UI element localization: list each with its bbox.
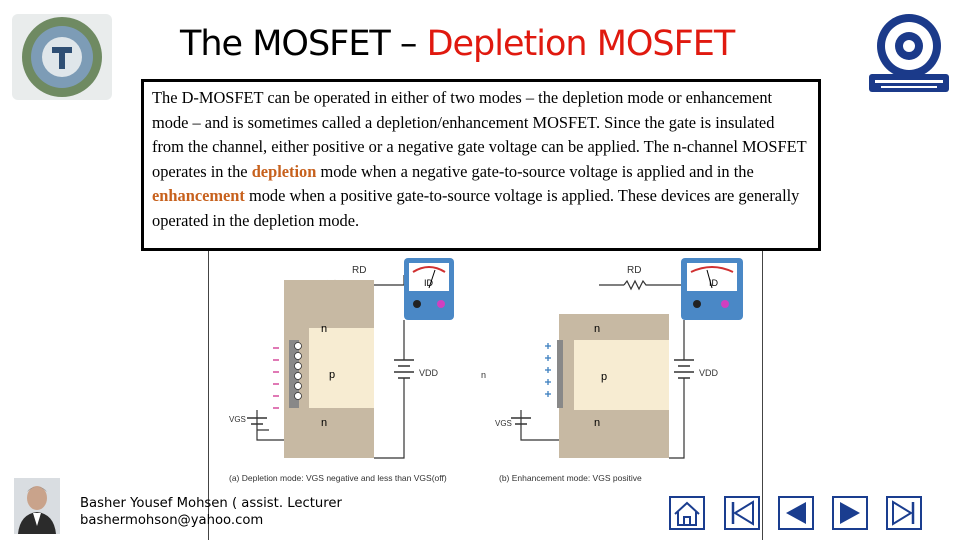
body-text-3: mode when a positive gate-to-source volt… [152,186,800,230]
previous-slide-button[interactable] [778,496,814,530]
body-text-2: mode when a negative gate-to-source volt… [316,161,754,181]
university-logo [12,14,112,100]
mosfet-circuit-figure: RD ID n p n [208,240,763,540]
drain-n-a: n [321,323,327,335]
caption-a: (a) Depletion mode: VGS negative and les… [229,473,447,483]
p-region-a [309,328,374,408]
p-label-b: p [601,371,607,383]
source-n-a: n [321,417,327,429]
source-n-b: n [594,417,600,429]
meter-label-b: ID [709,278,719,288]
vgs-label-b: VGS [495,419,512,428]
drain-n-b: n [594,323,600,335]
first-slide-icon [724,496,760,530]
title-accent: Depletion MOSFET [426,24,736,64]
vdd-label-a: VDD [419,368,439,378]
slide-title: The MOSFET – Depletion MOSFET [180,24,800,64]
enhancement-mode-circuit: RD ID n p n V [495,258,743,483]
home-icon [669,496,705,530]
last-slide-icon [886,496,922,530]
previous-icon [778,496,814,530]
body-textbox: The D-MOSFET can be operated in either o… [141,79,821,251]
p-label-a: p [329,369,335,381]
first-slide-button[interactable] [724,496,760,530]
author-photo [14,478,60,534]
next-icon [832,496,868,530]
author-email: bashermohson@yahoo.com [80,513,264,528]
stray-n-label: n [481,370,486,380]
last-slide-button[interactable] [886,496,922,530]
title-prefix: The MOSFET – [180,24,427,64]
vgs-label-a: VGS [229,415,246,424]
college-logo [865,8,953,96]
rd-label-a: RD [352,265,366,276]
home-button[interactable] [669,496,705,530]
body-text-1: The D-MOSFET can be operated in either o… [152,88,807,181]
rd-label-b: RD [627,265,641,276]
highlight-enhancement: enhancement [152,186,245,205]
caption-b: (b) Enhancement mode: VGS positive [499,473,642,483]
author-name: Basher Yousef Mohsen ( assist. Lecturer [80,496,342,511]
next-slide-button[interactable] [832,496,868,530]
author-info: Basher Yousef Mohsen ( assist. Lecturer … [80,495,342,529]
highlight-depletion: depletion [251,161,317,181]
meter-label-a: ID [424,278,434,288]
p-region-b [574,340,669,410]
vdd-label-b: VDD [699,368,719,378]
depletion-mode-circuit: RD ID n p n [229,258,454,483]
